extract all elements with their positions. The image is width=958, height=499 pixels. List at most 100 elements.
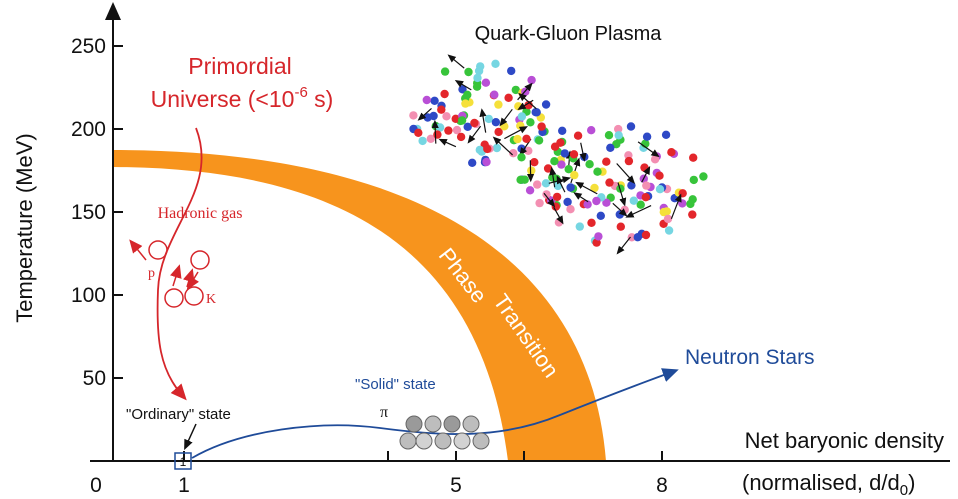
qgp-particle [614, 131, 623, 140]
qgp-particle [456, 132, 466, 142]
qgp-particle [522, 134, 531, 143]
qgp-particle [564, 165, 573, 174]
pion-label: π [380, 404, 388, 421]
cooling-path-arrow [156, 127, 203, 401]
qgp-particle [566, 183, 575, 192]
qgp-particle [552, 192, 562, 202]
y-tick-100: 100 [71, 284, 106, 307]
qgp-particle [543, 164, 553, 173]
qgp-particle [602, 198, 611, 207]
qgp-particle [642, 132, 652, 141]
qgp-momentum-arrow [431, 119, 439, 144]
qgp-title: Quark-Gluon Plasma [475, 23, 663, 45]
qgp-particle [484, 114, 493, 124]
qgp-particle [573, 131, 583, 140]
solid-state-lattice [399, 415, 490, 450]
qgp-particle [451, 114, 460, 124]
qgp-particle [602, 157, 611, 166]
qgp-particle-cloud [409, 54, 708, 255]
qgp-momentum-arrow [617, 182, 627, 207]
qgp-particle [688, 210, 697, 219]
qgp-particle [526, 118, 535, 127]
qgp-particle [699, 172, 708, 181]
qgp-particle [554, 218, 564, 227]
qgp-particle [590, 183, 599, 193]
ordinary-state-marker [174, 452, 192, 470]
qgp-particle [517, 153, 526, 162]
qgp-particle [442, 112, 451, 121]
qgp-particle [629, 196, 638, 205]
qgp-momentum-arrow [447, 54, 465, 69]
qgp-particle [422, 95, 431, 105]
qgp-particle [627, 233, 636, 242]
qgp-particle [563, 197, 572, 207]
qgp-momentum-arrow [553, 206, 564, 225]
y-tick-150: 150 [71, 201, 106, 224]
x-tick-8: 8 [656, 474, 668, 497]
qgp-particle [678, 199, 687, 208]
qgp-particle [587, 218, 596, 227]
qgp-particle [533, 180, 542, 189]
qgp-particle [558, 126, 567, 135]
qgp-particle [461, 99, 470, 108]
qgp-particle [464, 67, 473, 77]
ordinary-state-marker-label: 1 [180, 455, 187, 469]
qgp-particle [426, 134, 435, 143]
qgp-particle [605, 178, 614, 187]
qgp-particle [511, 85, 520, 95]
qgp-momentum-arrow [670, 193, 682, 220]
x-tick-1: 1 [178, 474, 190, 497]
qgp-particle [429, 111, 438, 121]
phase-transition-band [113, 150, 606, 461]
qgp-particle [593, 167, 602, 176]
y-tick-250: 250 [71, 35, 106, 58]
x-tick-5: 5 [450, 474, 462, 497]
qgp-particle [627, 181, 636, 190]
qgp-momentum-arrow [549, 166, 557, 188]
qgp-particle [642, 181, 651, 190]
qgp-particle [473, 73, 482, 83]
qgp-particle [592, 196, 601, 206]
qgp-particle [532, 108, 541, 117]
qgp-particle [520, 175, 529, 184]
qgp-momentum-arrow [625, 205, 652, 218]
qgp-particle [641, 230, 651, 240]
qgp-particle [481, 78, 491, 87]
qgp-momentum-arrow [504, 126, 528, 140]
qgp-momentum-arrow [543, 192, 556, 208]
qgp-particle [633, 233, 642, 242]
qgp-particle [430, 96, 439, 106]
qgp-particle [483, 144, 492, 154]
qgp-momentum-arrow [518, 92, 537, 110]
qgp-particle [570, 170, 579, 180]
qgp-particle [527, 75, 536, 85]
qgp-momentum-arrow [438, 138, 457, 148]
qgp-particle [614, 124, 623, 134]
neutron-stars-label: Neutron Stars [685, 346, 815, 369]
kaon-label: K [206, 292, 216, 307]
qgp-particle [440, 67, 450, 76]
qgp-particle [606, 143, 615, 152]
y-axis-label: Temperature (MeV) [12, 133, 37, 323]
qgp-particle [534, 136, 544, 145]
qgp-particle [470, 118, 479, 128]
qgp-particle [490, 90, 499, 99]
x-ticks [183, 451, 663, 461]
qgp-momentum-arrow [454, 80, 472, 91]
qgp-momentum-arrow [616, 163, 636, 184]
ordinary-state-arrow [184, 423, 197, 451]
qgp-particle [664, 226, 674, 235]
qgp-particle [659, 207, 668, 217]
qgp-momentum-arrow [479, 108, 487, 133]
qgp-particle [433, 130, 442, 139]
qgp-momentum-arrow [467, 125, 482, 144]
proton-label: p [148, 266, 155, 281]
qgp-particle [494, 127, 503, 137]
hadronic-gas-label: Hadronic gas [158, 205, 243, 222]
qgp-particle [491, 59, 500, 68]
y-tick-200: 200 [71, 118, 106, 141]
qgp-particle [550, 142, 560, 151]
qgp-particle [575, 222, 584, 231]
qgp-particle [616, 222, 625, 231]
qgp-particle [494, 100, 503, 109]
